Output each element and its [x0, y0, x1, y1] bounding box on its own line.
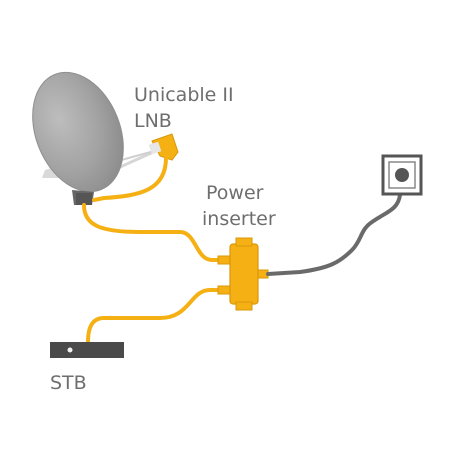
coax-cables [82, 156, 228, 344]
wall-socket-icon [381, 154, 423, 196]
satellite-dish-icon [32, 71, 159, 205]
cable-lnb-to-inserter-1 [82, 203, 228, 262]
lnb-label-line2: LNB [134, 110, 172, 132]
power-inserter-icon [217, 237, 269, 311]
inserter-label-line2: inserter [202, 208, 276, 230]
lnb-icon [148, 133, 179, 161]
lnb-label-line1: Unicable II [134, 84, 234, 106]
power-cable [266, 183, 404, 276]
dish-mount-icon [76, 193, 92, 205]
set-top-box-icon [50, 342, 124, 358]
cable-lnb-to-dish [92, 156, 168, 202]
inserter-label-line1: Power [206, 182, 264, 204]
stb-label: STB [50, 372, 87, 394]
cable-inserter-to-stb [86, 288, 228, 344]
